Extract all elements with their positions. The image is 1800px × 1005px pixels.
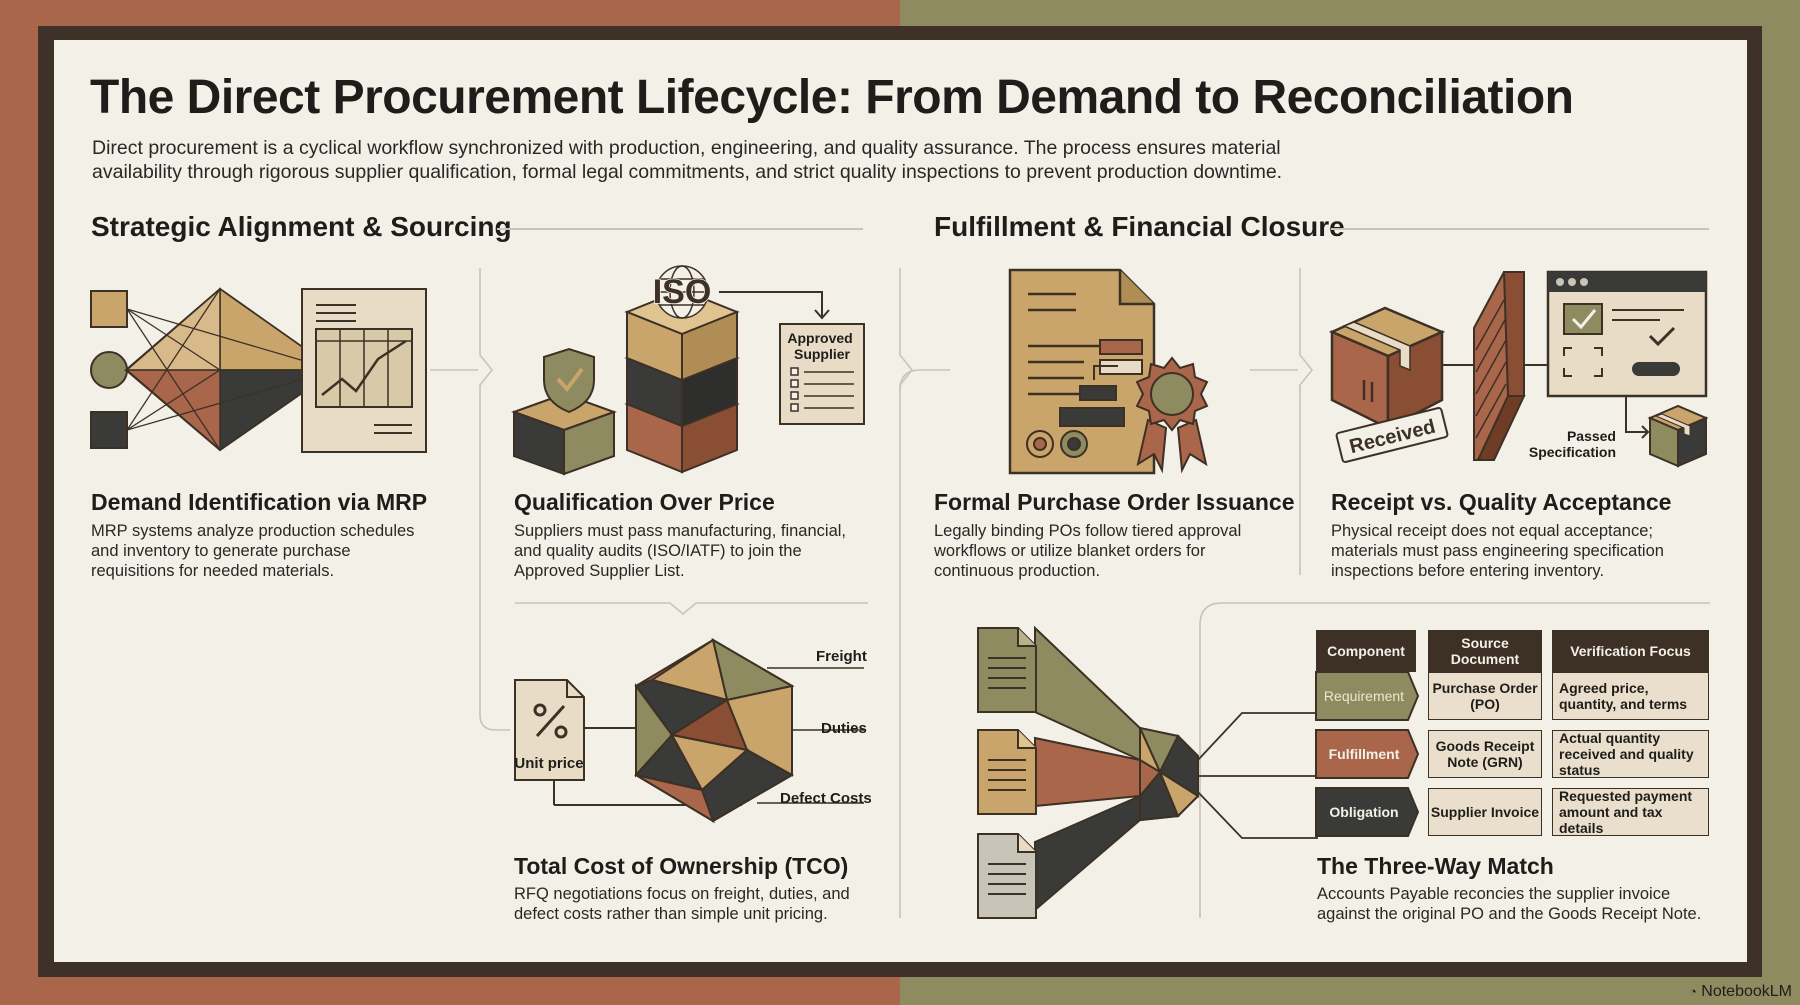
- row-component-fulfillment: Fulfillment: [1328, 746, 1400, 762]
- po-title: Formal Purchase Order Issuance: [934, 489, 1295, 515]
- mrp-network-graphic: [90, 287, 427, 453]
- receipt-quality-graphic: Received: [1328, 270, 1709, 468]
- row-component-requirement: Requirement: [1323, 688, 1405, 704]
- section-left-rule: [497, 228, 863, 230]
- table-header-component: Component: [1316, 630, 1416, 672]
- section-right-title: Fulfillment & Financial Closure: [934, 211, 1345, 242]
- approved-supplier-label: Approved Supplier: [787, 330, 856, 362]
- page-subtitle: Direct procurement is a cyclical workflo…: [92, 137, 1283, 183]
- freight-label: Freight: [816, 648, 867, 665]
- qualification-graphic: ISO Approved Supplier: [511, 265, 865, 476]
- notebooklm-icon: ◔: [1688, 984, 1697, 999]
- page-title: The Direct Procurement Lifecycle: From D…: [90, 71, 1574, 124]
- row-component-obligation: Obligation: [1329, 804, 1399, 820]
- row-focus-fulfillment: Actual quantity received and quality sta…: [1552, 730, 1709, 778]
- footer-brand-label: NotebookLM: [1701, 983, 1792, 1000]
- row-focus-requirement: Agreed price, quantity, and terms: [1552, 672, 1709, 720]
- purchase-order-graphic: [1008, 268, 1209, 475]
- tco-title: Total Cost of Ownership (TCO): [514, 853, 849, 879]
- passed-spec-label: Passed Specification: [1528, 428, 1616, 460]
- match-desc: Accounts Payable reconcies the supplier …: [1317, 885, 1702, 923]
- row-source-invoice: Supplier Invoice: [1428, 788, 1542, 836]
- tco-graphic: Unit price: [514, 637, 864, 824]
- receipt-desc: Physical receipt does not equal acceptan…: [1331, 522, 1664, 580]
- component-arrows: [1315, 671, 1420, 837]
- qualification-desc: Suppliers must pass manufacturing, finan…: [514, 522, 846, 580]
- row-source-grn: Goods Receipt Note (GRN): [1428, 730, 1542, 778]
- demand-title: Demand Identification via MRP: [91, 489, 428, 515]
- demand-desc: MRP systems analyze production schedules…: [91, 522, 415, 580]
- match-title: The Three-Way Match: [1317, 853, 1554, 879]
- tco-desc: RFQ negotiations focus on freight, dutie…: [514, 885, 850, 923]
- row-focus-obligation: Requested payment amount and tax details: [1552, 788, 1709, 836]
- footer-brand: ◔ NotebookLM: [1689, 983, 1792, 1001]
- po-desc: Legally binding POs follow tiered approv…: [934, 522, 1242, 580]
- row-source-po: Purchase Order (PO): [1428, 672, 1542, 720]
- duties-label: Duties: [821, 720, 867, 737]
- three-way-match-graphic: [977, 625, 1318, 919]
- iso-label: ISO: [653, 273, 712, 311]
- section-right-rule: [1331, 228, 1709, 230]
- table-header-verification-focus: Verification Focus: [1552, 630, 1709, 672]
- receipt-title: Receipt vs. Quality Acceptance: [1331, 489, 1672, 515]
- defect-costs-label: Defect Costs: [780, 790, 872, 807]
- unit-price-label: Unit price: [514, 755, 583, 772]
- qualification-title: Qualification Over Price: [514, 489, 775, 515]
- table-header-source-document: Source Document: [1428, 630, 1542, 672]
- section-left-title: Strategic Alignment & Sourcing: [91, 211, 512, 242]
